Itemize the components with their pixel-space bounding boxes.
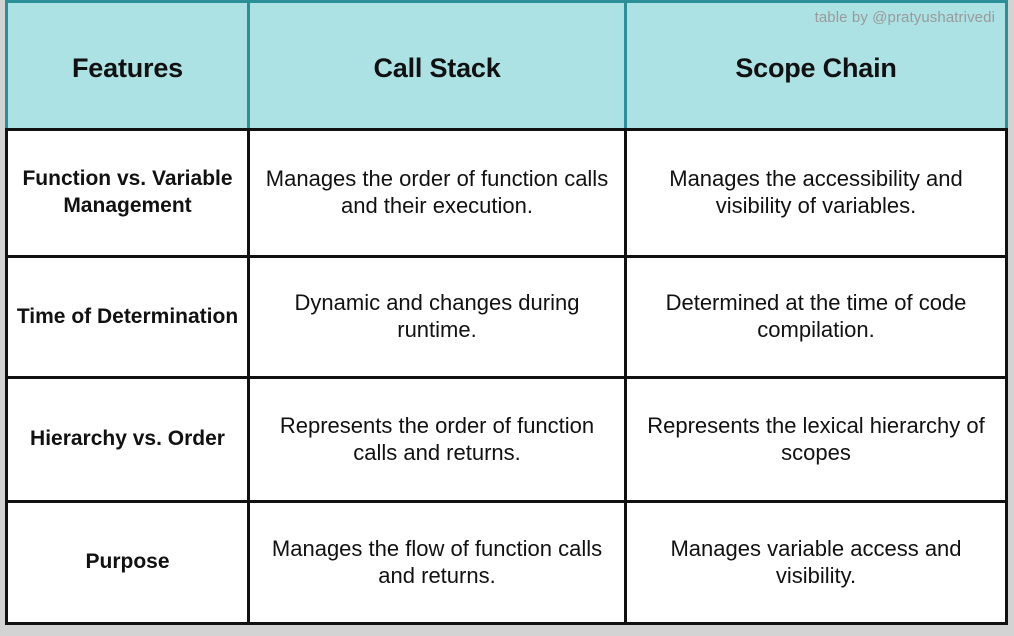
watermark-credit: table by @pratyushatrivedi	[814, 9, 995, 26]
table-row: Function vs. Variable Management Manages…	[5, 128, 1008, 258]
column-header-features-label: Features	[72, 52, 183, 83]
column-header-call-stack: Call Stack	[247, 0, 627, 131]
row-feature-label: Function vs. Variable Management	[5, 128, 250, 258]
table-row: Hierarchy vs. Order Represents the order…	[5, 376, 1008, 503]
column-header-features: Features	[5, 0, 250, 131]
row-call-stack-value: Manages the flow of function calls and r…	[247, 500, 627, 625]
row-scope-chain-value: Determined at the time of code compilati…	[624, 255, 1008, 379]
comparison-table-container: Features Call Stack table by @pratyushat…	[5, 0, 1008, 625]
comparison-table: Features Call Stack table by @pratyushat…	[5, 0, 1008, 625]
row-call-stack-value: Manages the order of function calls and …	[247, 128, 627, 258]
table-row: Time of Determination Dynamic and change…	[5, 255, 1008, 379]
row-scope-chain-value: Manages the accessibility and visibility…	[624, 128, 1008, 258]
table-header: Features Call Stack table by @pratyushat…	[5, 0, 1008, 131]
row-call-stack-value: Represents the order of function calls a…	[247, 376, 627, 503]
column-header-scope-chain: table by @pratyushatrivedi Scope Chain	[624, 0, 1008, 131]
header-row: Features Call Stack table by @pratyushat…	[5, 0, 1008, 131]
row-feature-label: Time of Determination	[5, 255, 250, 379]
row-feature-label: Hierarchy vs. Order	[5, 376, 250, 503]
row-call-stack-value: Dynamic and changes during runtime.	[247, 255, 627, 379]
row-scope-chain-value: Represents the lexical hierarchy of scop…	[624, 376, 1008, 503]
row-scope-chain-value: Manages variable access and visibility.	[624, 500, 1008, 625]
table-row: Purpose Manages the flow of function cal…	[5, 500, 1008, 625]
row-feature-label: Purpose	[5, 500, 250, 625]
column-header-call-stack-label: Call Stack	[373, 52, 501, 83]
column-header-scope-chain-label: Scope Chain	[735, 52, 897, 83]
table-body: Function vs. Variable Management Manages…	[5, 128, 1008, 625]
